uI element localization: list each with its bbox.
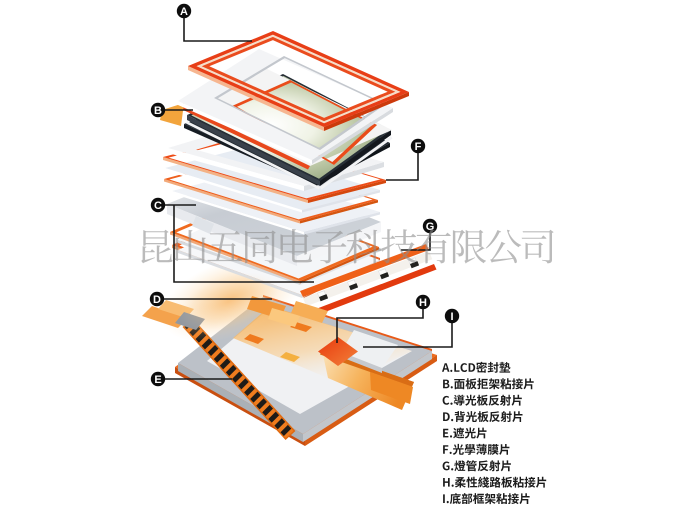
svg-text:B: B [154,105,162,117]
svg-text:A: A [180,6,188,18]
svg-text:C: C [154,200,162,212]
svg-text:G: G [426,221,435,233]
svg-text:I: I [450,311,453,323]
svg-text:F: F [415,141,422,153]
svg-text:D: D [153,294,161,306]
svg-text:H: H [419,297,427,309]
svg-text:E: E [154,374,161,386]
